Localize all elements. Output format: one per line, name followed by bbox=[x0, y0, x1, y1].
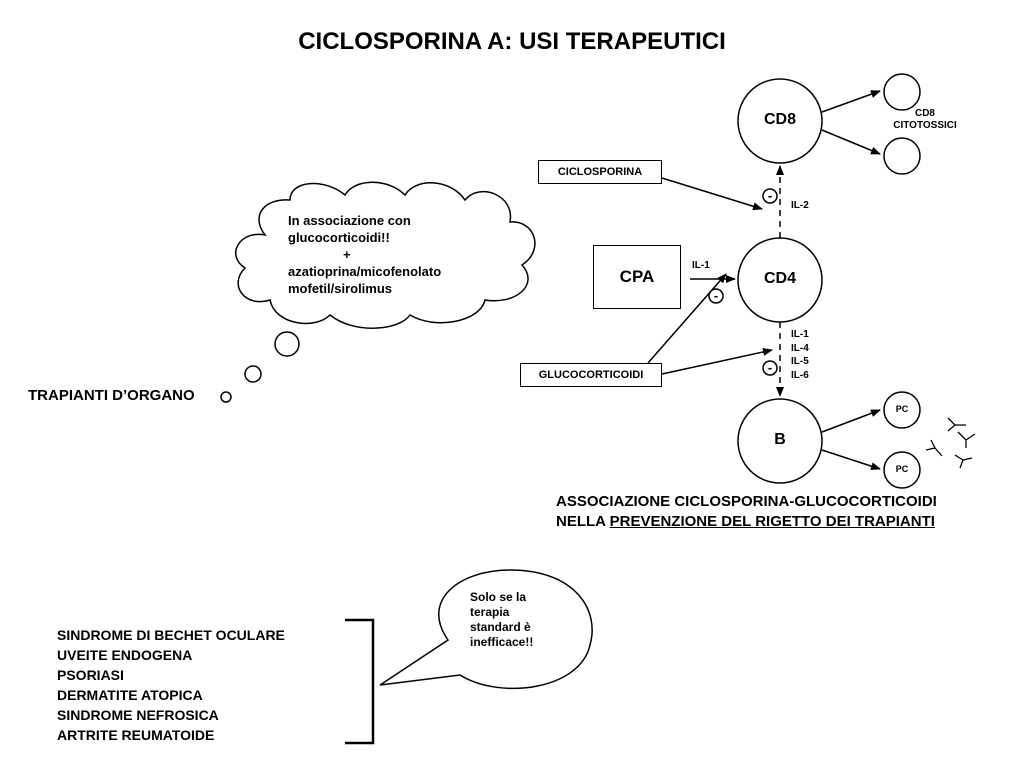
cloud-text: In associazione con glucocorticoidi!! + … bbox=[288, 212, 488, 297]
association-caption: ASSOCIAZIONE CICLOSPORINA-GLUCOCORTICOID… bbox=[556, 492, 937, 532]
b-cell bbox=[737, 398, 823, 484]
arrow-glucocorticoidi-right bbox=[661, 348, 773, 375]
cd8-label: CD8 bbox=[763, 111, 796, 128]
association-line-2: NELLA PREVENZIONE DEL RIGETTO DEI TRAPIA… bbox=[556, 512, 937, 532]
cd8-cytotoxic-label-2: CITOTOSSICI bbox=[893, 120, 957, 131]
cloud-line-2: glucocorticoidi!! bbox=[288, 230, 390, 245]
arrow-glucocorticoidi-up bbox=[647, 273, 727, 364]
b-label: B bbox=[774, 431, 786, 448]
inhibition-circle-il2 bbox=[762, 188, 778, 204]
association-line-2-prefix: NELLA bbox=[556, 513, 610, 530]
pc-top-label: PC bbox=[895, 404, 909, 414]
plasma-cell-bottom bbox=[883, 451, 921, 489]
list-item: DERMATITE ATOPICA bbox=[57, 687, 203, 703]
antibodies bbox=[925, 417, 976, 469]
thought-bubble-medium bbox=[244, 365, 262, 383]
cd8-cytotoxic-cell-bottom bbox=[883, 137, 921, 175]
inhibition-circle-il-list bbox=[762, 360, 778, 376]
arrow-b-to-pc-top bbox=[821, 409, 881, 433]
speech-bubble-text: Solo se la terapia standard è inefficace… bbox=[470, 590, 560, 650]
interleukin-list: IL-1 IL-4 IL-5 IL-6 bbox=[791, 328, 809, 382]
page-title: CICLOSPORINA A: USI TERAPEUTICI bbox=[298, 28, 726, 55]
cd8-cell bbox=[737, 78, 823, 164]
bubble-line-2: terapia bbox=[470, 605, 510, 619]
cloud-line-4: azatioprina/micofenolato bbox=[288, 264, 442, 279]
il2-label: IL-2 bbox=[791, 200, 809, 211]
cd8-cytotoxic-label: CD8 CITOTOSSICI bbox=[880, 108, 970, 132]
cloud-line-plus: + bbox=[343, 247, 351, 262]
arrow-b-to-pc-bottom bbox=[821, 449, 881, 470]
inhibit-symbol-cpa: - bbox=[713, 288, 719, 303]
glucocorticoidi-box: GLUCOCORTICOIDI bbox=[520, 363, 662, 387]
interleukin-item: IL-4 bbox=[791, 342, 809, 354]
thought-bubble-large bbox=[274, 331, 300, 357]
inhibit-symbol-il2: - bbox=[767, 188, 773, 203]
list-item: ARTRITE REUMATOIDE bbox=[57, 727, 215, 743]
cloud-line-5: mofetil/sirolimus bbox=[288, 281, 393, 296]
pc-bottom-label: PC bbox=[895, 464, 909, 474]
cd8-cytotoxic-label-1: CD8 bbox=[914, 108, 935, 119]
cd4-label: CD4 bbox=[763, 270, 796, 287]
interleukin-item: IL-6 bbox=[791, 369, 809, 381]
bubble-line-3: standard è bbox=[470, 620, 531, 634]
list-item: PSORIASI bbox=[57, 667, 124, 683]
arrow-cd8-to-cytotoxic-top bbox=[821, 90, 881, 113]
inhibit-symbol-il-list: - bbox=[767, 360, 773, 375]
interleukin-item: IL-5 bbox=[791, 356, 809, 367]
list-item: UVEITE ENDOGENA bbox=[57, 647, 193, 663]
association-line-1: ASSOCIAZIONE CICLOSPORINA-GLUCOCORTICOID… bbox=[556, 493, 937, 510]
speech-bubble bbox=[379, 569, 593, 690]
bubble-line-1: Solo se la bbox=[470, 590, 527, 604]
arrow-cd8-to-cytotoxic-bottom bbox=[821, 129, 881, 155]
list-item: SINDROME NEFROSICA bbox=[57, 707, 219, 723]
ciclosporina-box: CICLOSPORINA bbox=[538, 160, 662, 184]
cd8-cytotoxic-cell-top bbox=[883, 73, 921, 111]
cloud-line-1: In associazione con bbox=[288, 213, 411, 228]
il1-cpa-label: IL-1 bbox=[692, 260, 710, 271]
trapianti-label: TRAPIANTI D’ORGANO bbox=[28, 387, 195, 404]
disease-bracket bbox=[345, 618, 375, 745]
interleukin-item: IL-1 bbox=[791, 329, 809, 340]
thought-bubble-small bbox=[220, 391, 232, 403]
disease-list: SINDROME DI BECHET OCULARE UVEITE ENDOGE… bbox=[57, 625, 285, 745]
cpa-box: CPA bbox=[593, 245, 681, 309]
bubble-line-4: inefficace!! bbox=[470, 635, 534, 649]
thought-cloud bbox=[234, 181, 536, 329]
plasma-cell-top bbox=[883, 391, 921, 429]
list-item: SINDROME DI BECHET OCULARE bbox=[57, 627, 285, 643]
arrow-ciclosporina bbox=[661, 177, 763, 211]
inhibition-circle-cpa bbox=[708, 288, 724, 304]
association-line-2-underlined: PREVENZIONE DEL RIGETTO DEI TRAPIANTI bbox=[609, 513, 935, 530]
